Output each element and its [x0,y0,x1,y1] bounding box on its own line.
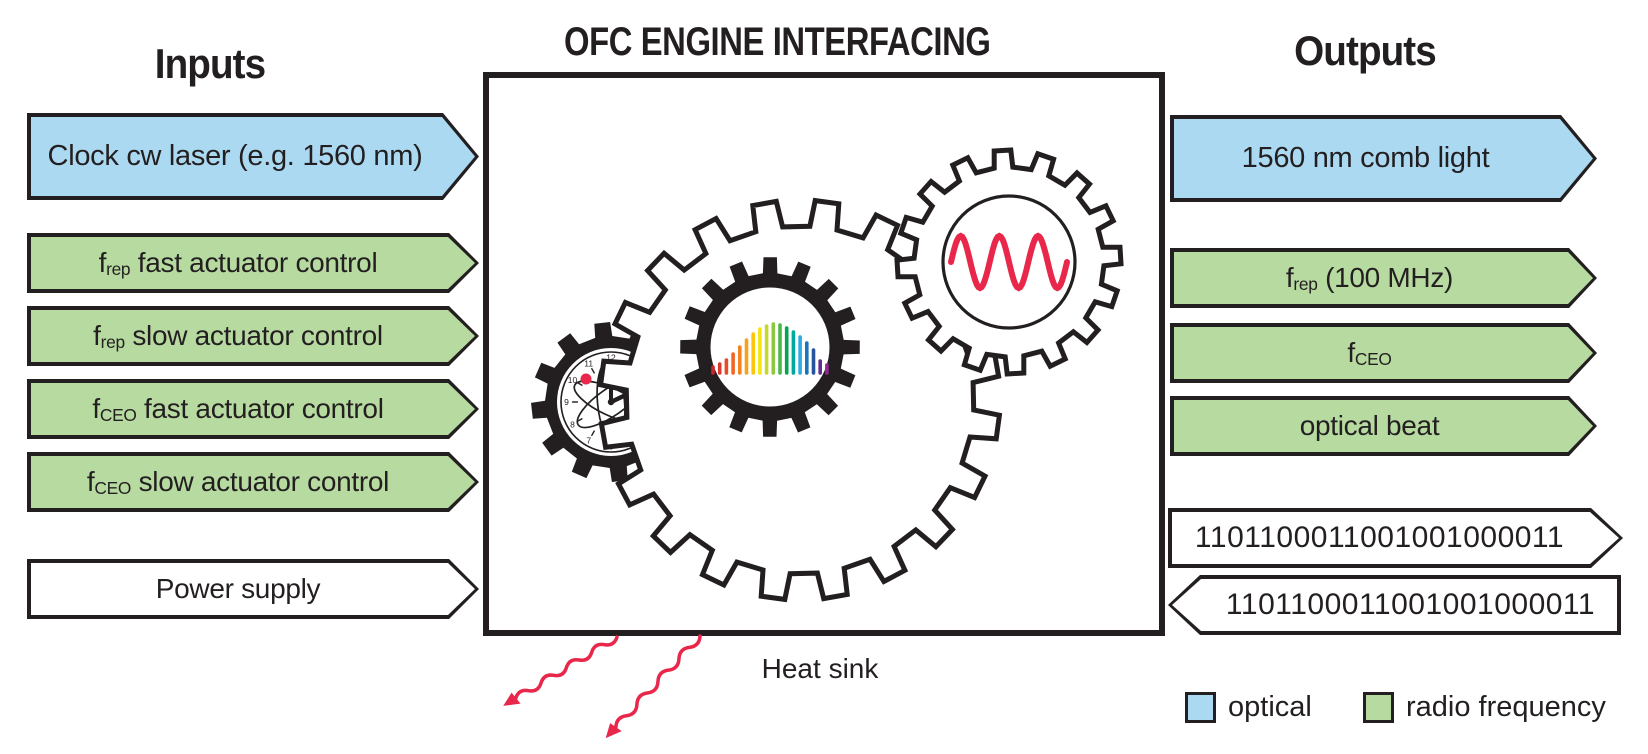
rf-sine-gear-icon [894,147,1124,377]
arrow-fill [31,563,475,615]
svg-text:7: 7 [586,436,591,446]
label-text: f [86,466,95,497]
arrow-fill [1174,400,1593,452]
svg-text:8: 8 [570,419,575,429]
arrow-fill [31,310,475,362]
heat-radiation-arrows-icon [503,634,702,739]
inputs-heading: Inputs [154,40,266,87]
label-text: fast actuator control [136,393,384,424]
label-text: slow actuator control [124,320,383,351]
outputs-heading: Outputs [1294,27,1437,74]
label-text: fast actuator control [130,247,378,278]
input-arrow-digital-data-in: 1101100011001001000011 [1168,575,1621,635]
label-text: f [98,247,107,278]
label-text: (100 MHz) [1317,262,1454,293]
arrow-fill [1174,252,1593,304]
arrow-fill [1174,327,1593,379]
label-text: f [1285,262,1294,293]
heat-arrow-icon [605,634,702,739]
label-text: 1560 nm comb light [1241,142,1490,174]
output-arrow-comb-light: 1560 nm comb light [1170,115,1597,202]
label-text: optical beat [1299,410,1440,441]
arrow-fill [31,237,475,289]
gears-svg: 121234567891011 [531,147,1124,603]
label-text: Power supply [155,573,321,604]
legend-rf-swatch [1363,692,1394,723]
input-label: Power supply [27,559,479,619]
input-arrow-power-supply: Power supply [27,559,479,619]
heat-arrow-icon [503,635,619,706]
binary-data-in: 1101100011001001000011 [1168,575,1621,635]
arrow-fill [1172,579,1617,631]
output-label: 1560 nm comb light [1170,115,1597,202]
comb-spectrum-gear-icon [680,257,860,437]
label-text: Clock cw laser (e.g. 1560 nm) [47,140,423,172]
svg-text:11: 11 [584,359,593,369]
input-arrow-clock-cw-laser: Clock cw laser (e.g. 1560 nm) [27,113,479,200]
input-label: Clock cw laser (e.g. 1560 nm) [27,113,479,200]
label-text: f [1347,337,1355,368]
legend-optical-swatch [1185,692,1216,723]
heat-sink-label: Heat sink [761,653,879,684]
svg-text:12: 12 [606,353,616,363]
label-text: f [92,393,100,424]
label-text: slow actuator control [131,466,390,497]
label-text: f [93,320,101,351]
arrow-fill [31,456,475,508]
sine-wave-icon [948,232,1070,292]
output-arrow-optical-beat: optical beat [1170,396,1597,456]
output-arrow-digital-data-out: 1101100011001001000011 [1168,508,1623,568]
arrow-fill [1172,512,1619,564]
svg-text:10: 10 [568,375,578,385]
arrow-fill [1174,119,1593,198]
label-text: 1101100011001001000011 [1225,588,1596,621]
gears-illustration: 121234567891011 [489,78,1159,630]
label-text: 1101100011001001000011 [1194,521,1565,554]
binary-data-out: 1101100011001001000011 [1168,508,1623,568]
ofc-engine-box: 121234567891011 [483,72,1165,636]
arrow-fill [31,117,475,196]
arrow-fill [31,383,475,435]
legend-rf-label: radio frequency [1406,691,1606,723]
svg-text:9: 9 [564,397,569,407]
diagram-title: OFC ENGINE INTERFACING [564,20,991,64]
legend-optical-label: optical [1228,691,1312,723]
output-label: optical beat [1170,396,1597,456]
